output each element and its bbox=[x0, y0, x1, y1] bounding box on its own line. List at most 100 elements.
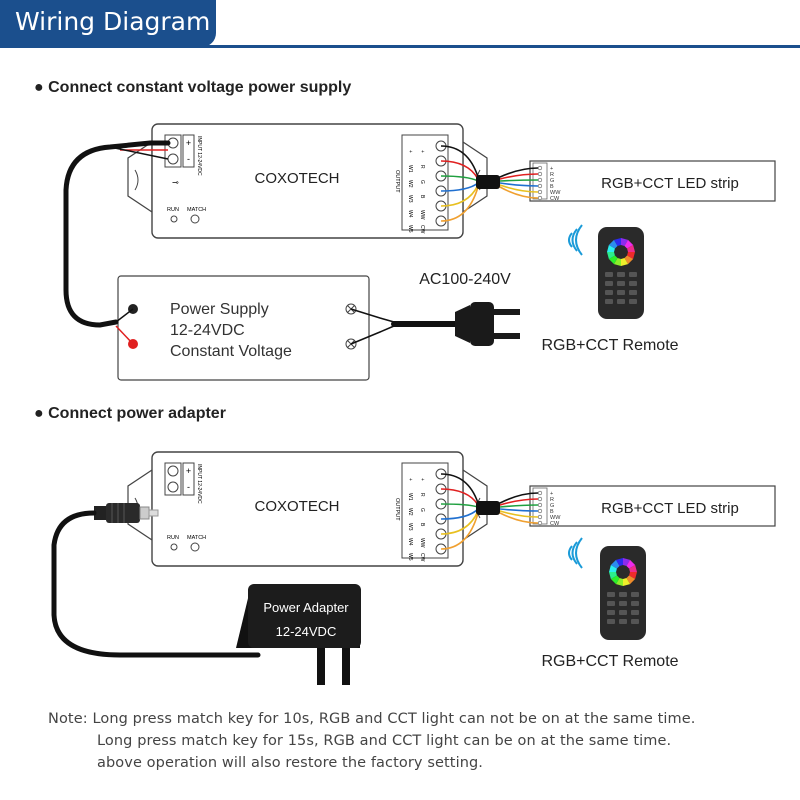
output-wires bbox=[440, 473, 539, 550]
terminal-label: G bbox=[419, 508, 425, 512]
header-tab: Wiring Diagram bbox=[0, 0, 216, 47]
wireless-signal-icon bbox=[568, 545, 573, 561]
controller-2: + - INPUT 12-24VDC RUN MATCH COXOTECH OU… bbox=[127, 451, 488, 567]
dc-barrel-connector-icon bbox=[94, 503, 159, 523]
bullet-icon: ● bbox=[34, 405, 49, 422]
color-wheel-segment bbox=[629, 565, 637, 572]
color-wheel-segment bbox=[610, 575, 620, 585]
terminal-label: R bbox=[419, 165, 425, 169]
note-label: Note: bbox=[48, 711, 88, 727]
input-minus-label: - bbox=[187, 154, 190, 164]
adapter-line2: 12-24VDC bbox=[276, 624, 337, 639]
color-wheel-segment bbox=[624, 255, 634, 265]
remote-key bbox=[629, 272, 637, 277]
remote-key bbox=[631, 610, 639, 615]
remote-key bbox=[617, 290, 625, 295]
terminal-label: W2 bbox=[407, 180, 413, 188]
input-plus-label: + bbox=[186, 138, 191, 148]
remote-key bbox=[617, 299, 625, 304]
ps-line2: 12-24VDC bbox=[170, 322, 245, 339]
output-label: OUTPUT bbox=[394, 170, 400, 193]
remote-key bbox=[631, 601, 639, 606]
color-wheel-segment bbox=[607, 252, 615, 259]
terminal-label: W5 bbox=[407, 225, 413, 233]
section-1-title: ● Connect constant voltage power supply bbox=[34, 79, 352, 96]
remote-key bbox=[619, 592, 627, 597]
strip-pin bbox=[537, 520, 543, 526]
strip-pin bbox=[537, 177, 543, 183]
terminal-label: CW bbox=[419, 225, 425, 234]
terminal-label: WW bbox=[419, 210, 425, 220]
strip-pin bbox=[537, 189, 543, 195]
match-label: MATCH bbox=[187, 207, 206, 213]
ac-voltage-label: AC100-240V bbox=[419, 271, 511, 288]
strip-pin-label: + bbox=[550, 491, 553, 497]
strip-pin bbox=[537, 195, 543, 201]
brand-label: COXOTECH bbox=[254, 498, 339, 515]
strip-pin bbox=[537, 171, 543, 177]
power-adapter: Power Adapter 12-24VDC bbox=[236, 584, 361, 685]
terminal-label: R bbox=[419, 493, 425, 497]
header-underline bbox=[0, 45, 800, 48]
remote-label: RGB+CCT Remote bbox=[541, 337, 678, 354]
output-wires bbox=[440, 145, 539, 222]
color-wheel-segment bbox=[609, 565, 617, 572]
led-strip-label: RGB+CCT LED strip bbox=[601, 175, 739, 192]
color-wheel-segment bbox=[614, 258, 621, 266]
color-wheel-segment bbox=[623, 578, 630, 586]
note-line-1: Note: Long press match key for 10s, RGB … bbox=[48, 711, 696, 727]
adapter-line1: Power Adapter bbox=[263, 600, 349, 615]
input-minus-label: - bbox=[187, 482, 190, 492]
remote-key bbox=[629, 299, 637, 304]
remote-key bbox=[619, 601, 627, 606]
color-wheel-segment bbox=[616, 578, 623, 586]
color-wheel-segment bbox=[621, 258, 628, 266]
remote-key bbox=[617, 272, 625, 277]
color-wheel-segment bbox=[614, 238, 621, 246]
remote-label: RGB+CCT Remote bbox=[541, 653, 678, 670]
brand-label: COXOTECH bbox=[254, 170, 339, 187]
remote-key bbox=[605, 299, 613, 304]
terminal-label: G bbox=[419, 180, 425, 184]
terminal-label: W3 bbox=[407, 523, 413, 531]
terminal-label: + bbox=[419, 478, 425, 481]
remote-key bbox=[607, 610, 615, 615]
color-wheel-segment bbox=[610, 559, 620, 569]
wire-bundle bbox=[476, 501, 500, 515]
remote-key bbox=[619, 610, 627, 615]
ps-line1: Power Supply bbox=[170, 301, 269, 318]
color-wheel-segment bbox=[626, 575, 636, 585]
remote-key bbox=[605, 290, 613, 295]
page-title: Wiring Diagram bbox=[15, 7, 211, 36]
section-2-title: ● Connect power adapter bbox=[34, 405, 226, 422]
remote-key bbox=[607, 619, 615, 624]
note-line-2: Long press match key for 15s, RGB and CC… bbox=[97, 733, 672, 749]
led-strip-label: RGB+CCT LED strip bbox=[601, 500, 739, 517]
color-wheel-segment bbox=[624, 239, 634, 249]
ac-plug-icon bbox=[455, 302, 520, 346]
match-button[interactable] bbox=[190, 542, 200, 552]
match-button[interactable] bbox=[190, 214, 200, 224]
input-plus-label: + bbox=[186, 466, 191, 476]
terminal-label: + bbox=[407, 478, 413, 481]
color-wheel-segment bbox=[621, 238, 628, 246]
strip-pin bbox=[537, 508, 543, 514]
strip-pin bbox=[537, 490, 543, 496]
strip-pin bbox=[537, 496, 543, 502]
bullet-icon: ● bbox=[34, 79, 49, 96]
run-label: RUN bbox=[167, 535, 179, 541]
strip-pin-label: B bbox=[550, 509, 554, 515]
strip-pin-label: + bbox=[550, 166, 553, 172]
color-wheel-segment bbox=[626, 559, 636, 569]
color-wheel-segment bbox=[608, 255, 618, 265]
color-wheel-segment bbox=[629, 572, 637, 579]
power-supply: Power Supply 12-24VDC Constant Voltage bbox=[117, 275, 370, 381]
terminal-label: + bbox=[407, 150, 413, 153]
input-label: INPUT 12-24VDC bbox=[196, 136, 202, 176]
terminal-label: CW bbox=[419, 553, 425, 562]
strip-pin-label: R bbox=[550, 497, 554, 503]
